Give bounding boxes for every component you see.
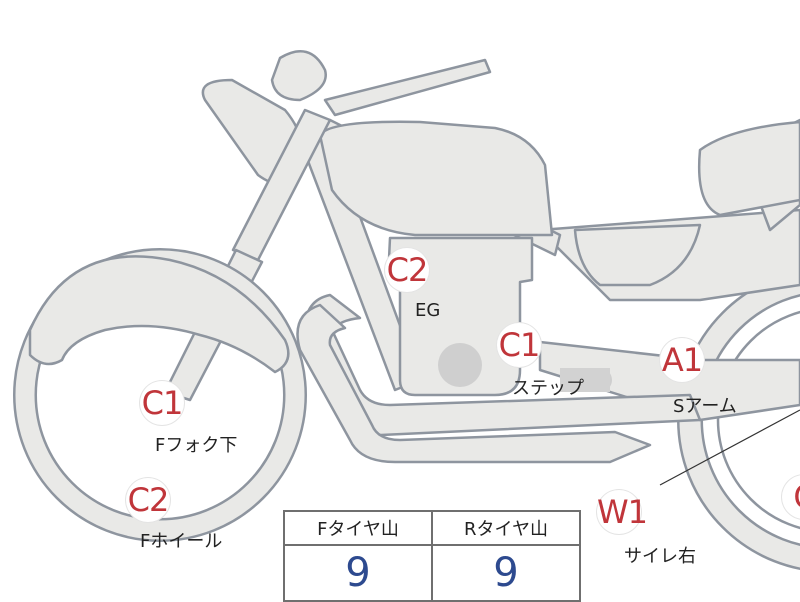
step-bar — [560, 368, 610, 392]
seat — [698, 120, 800, 217]
engine-cover — [438, 343, 482, 387]
headlight-lens — [270, 50, 327, 102]
badge-fork[interactable]: C1 — [140, 381, 184, 425]
label-step: ステップ — [512, 378, 584, 399]
front-tire-label: Fタイヤ山 — [283, 510, 433, 546]
rear-tire-label: Rタイヤ山 — [431, 510, 581, 546]
badge-step[interactable]: C1 — [497, 323, 541, 367]
leader-line — [659, 409, 800, 486]
fuel-tank — [318, 120, 554, 237]
label-front-wheel: Fホイール — [140, 531, 223, 552]
badge-muffler[interactable]: W1 — [597, 490, 648, 534]
front-tire-value[interactable]: 9 — [283, 544, 433, 602]
handlebar — [323, 58, 492, 117]
front-fender — [28, 255, 290, 374]
badge-front-wheel[interactable]: C2 — [126, 478, 170, 522]
badge-engine[interactable]: C2 — [385, 248, 429, 292]
side-cover — [573, 223, 702, 287]
exhaust-lower — [296, 303, 652, 464]
label-fork: Fフォク下 — [155, 435, 238, 456]
tire-tread-table: Fタイヤ山 Rタイヤ山 9 9 — [283, 510, 581, 602]
label-engine: EG — [415, 300, 441, 321]
rear-tire-value[interactable]: 9 — [431, 544, 581, 602]
badge-swingarm[interactable]: A1 — [660, 338, 704, 382]
label-swingarm: Sアーム — [673, 396, 737, 417]
label-muffler: サイレ右 — [624, 546, 696, 567]
badge-edge[interactable]: C — [782, 475, 800, 519]
